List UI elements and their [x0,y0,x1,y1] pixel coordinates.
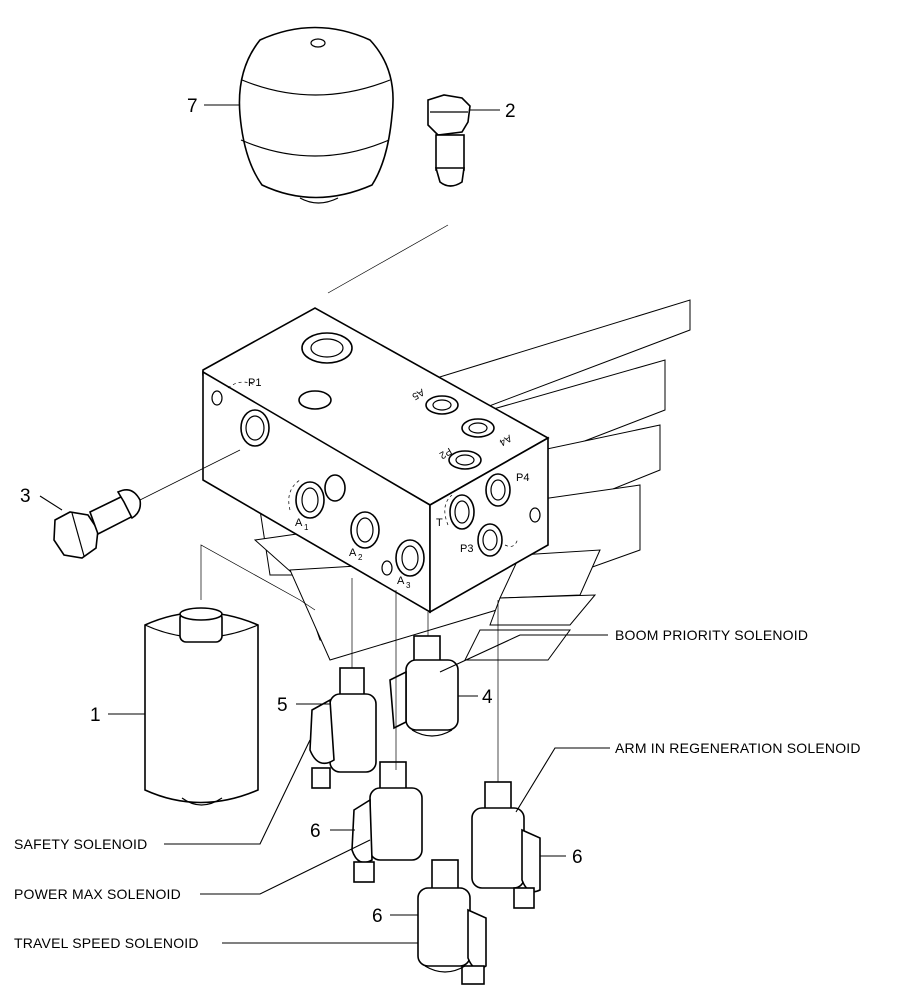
port-label-a1: A [295,517,303,529]
port-label-a4: A4 [497,432,513,448]
plug-part-3 [53,489,142,559]
part-number-3: 3 [20,486,31,507]
port-label-a1-sub: 1 [304,523,309,532]
label-arm-in-regeneration-solenoid: ARM IN REGENERATION SOLENOID [615,740,861,756]
port-label-a3-sub: 3 [406,581,411,590]
port-label-p3: P3 [460,543,473,555]
alignment-lines [351,578,499,782]
port-label-a5: A5 [410,386,426,402]
part-number-6b: 6 [572,847,583,868]
port-label-t: T [436,517,443,529]
solenoid-part-5 [309,667,377,789]
centre-line [327,224,449,294]
accumulator-part [238,26,394,204]
leader-arm-in-regeneration [515,747,610,813]
leader-power-max [200,839,371,895]
filter-cartridge-part [144,607,259,806]
port-label-p1: P1 [248,377,261,389]
part-number-6a: 6 [310,821,321,842]
part-number-7: 7 [187,96,198,117]
label-boom-priority-solenoid: BOOM PRIORITY SOLENOID [615,627,808,643]
part-number-2: 2 [505,101,516,122]
port-label-a2-sub: 2 [358,553,363,562]
leader-3 [39,495,63,511]
port-label-a3: A [397,575,405,587]
label-safety-solenoid: SAFETY SOLENOID [14,836,147,852]
solenoid-part-6a [351,761,423,883]
solenoid-part-4 [389,635,459,737]
part-number-6c: 6 [372,906,383,927]
port-label-p2: P2 [437,445,453,461]
label-travel-speed-solenoid: TRAVEL SPEED SOLENOID [14,935,199,951]
valve-block [202,307,550,614]
axis-line-3 [139,449,241,501]
part-number-4: 4 [482,687,493,708]
solenoid-part-6c [417,859,487,985]
leader-safety [164,739,311,845]
leader-boom-priority [439,634,608,673]
part-number-1: 1 [90,705,101,726]
plug-part-2 [427,94,471,187]
port-label-a2: A [349,547,357,559]
axis-line-1 [200,544,316,611]
port-label-p4: P4 [516,472,529,484]
solenoid-part-6b [471,781,541,909]
part-number-5: 5 [277,695,288,716]
port-labels: P1 A5 A4 P2 A 1 A 2 A 3 T P4 P3 [248,377,529,590]
label-power-max-solenoid: POWER MAX SOLENOID [14,886,181,902]
